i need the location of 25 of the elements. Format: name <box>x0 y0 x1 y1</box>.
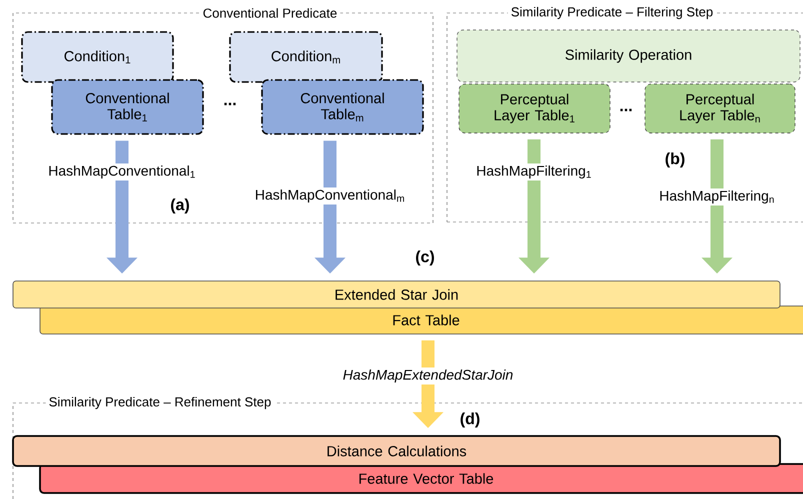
table-box: Extended Star Join <box>12 280 780 308</box>
table-box: Condition$_{1}$ <box>21 31 174 83</box>
panel-label: ... <box>620 108 632 112</box>
edge-label: HashMapConventional$_{m}$ <box>252 187 408 205</box>
panel-label: (b) <box>666 152 684 168</box>
group-title: Similarity Predicate – Filtering Step <box>508 4 716 22</box>
group-title: Conventional Predicate <box>200 5 340 21</box>
table-box: Conventional Table$_{m}$ <box>261 79 424 135</box>
table-box: Perceptual Layer Table$_{1}$ <box>458 84 610 134</box>
panel-label: (c) <box>416 250 434 266</box>
table-box: Feature Vector Table <box>39 463 803 494</box>
table-box: Perceptual Layer Table$_{n}$ <box>644 84 796 134</box>
table-box: Conventional Table$_{1}$ <box>51 79 204 135</box>
group-title: Similarity Predicate – Refinement Step <box>46 394 274 412</box>
edge-label: HashMapConventional$_{1}$ <box>46 163 198 181</box>
table-box: Condition$_{m}$ <box>229 31 383 83</box>
panel-label: (a) <box>171 198 189 214</box>
edge-label: HashMapFiltering$_{n}$ <box>657 188 777 206</box>
table-box: Fact Table <box>40 306 803 334</box>
panel-label: ... <box>224 102 236 106</box>
edge-label: HashMapExtendedStarJoin <box>340 367 516 385</box>
edge-label: HashMapFiltering$_{1}$ <box>474 163 594 181</box>
panel-label: (d) <box>460 412 480 428</box>
table-box: Similarity Operation <box>456 30 800 82</box>
table-box: Distance Calculations <box>12 435 781 467</box>
